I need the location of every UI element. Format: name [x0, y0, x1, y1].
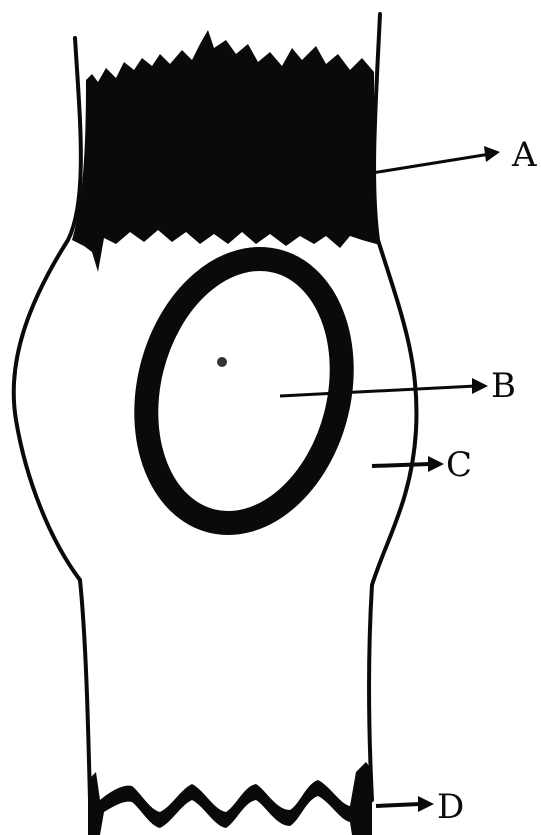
nucleus-ring [119, 238, 368, 544]
arrow-c [372, 456, 444, 472]
cell-wall-left [14, 38, 90, 800]
arrow-d [376, 796, 434, 812]
label-d: D [437, 787, 464, 827]
label-b: B [491, 366, 516, 406]
cell-wall-right [369, 14, 417, 800]
arrow-b [280, 378, 488, 396]
nucleolus-speck [217, 357, 227, 367]
region-a-band [72, 30, 380, 272]
arrow-a [372, 146, 500, 173]
label-c: C [446, 445, 472, 485]
label-a: A [511, 135, 537, 175]
